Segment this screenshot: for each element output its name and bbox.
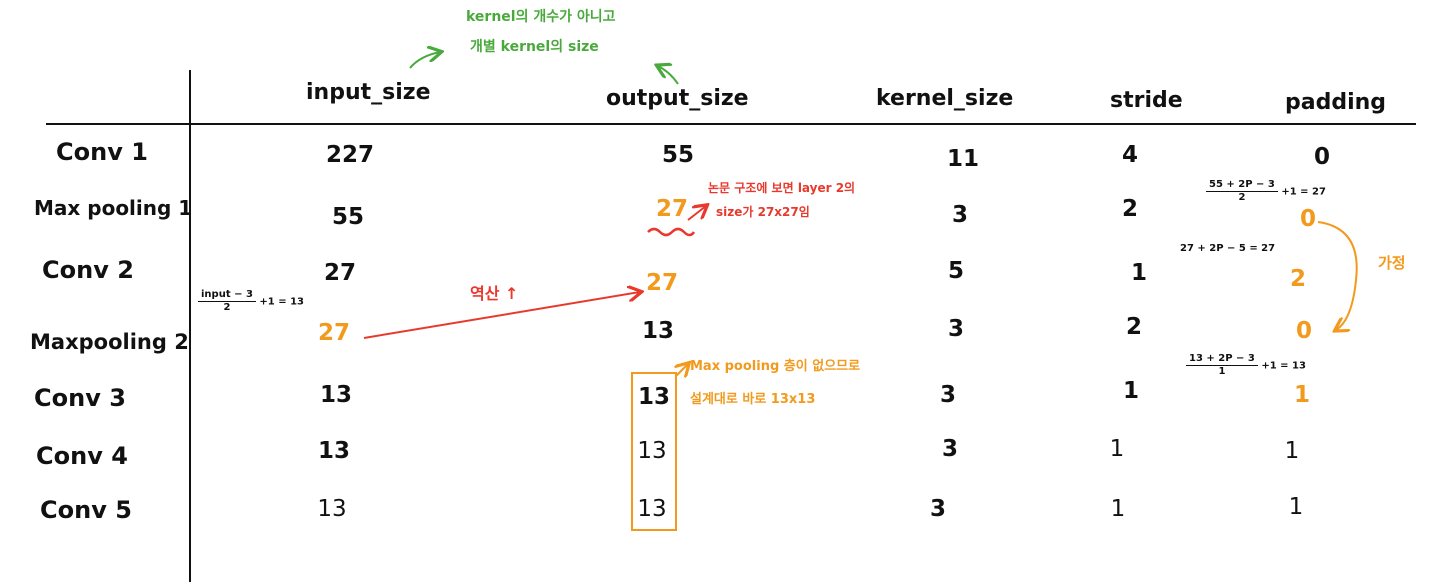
cell-stride: 1 [1110,496,1126,522]
header-input-size: input_size [306,80,431,105]
formula-denominator: 2 [1238,192,1246,203]
row-label-maxpool1: Max pooling 1 [34,196,193,220]
kernel-note-line2: 개별 kernel의 size [470,39,599,55]
paper-note-line1: 논문 구조에 보면 layer 2의 [708,181,856,195]
cell-stride: 1 [1130,260,1148,286]
cell-input: 227 [325,142,375,168]
cell-kernel: 3 [947,316,965,342]
cell-padding: 0 [1295,318,1313,344]
green-arrow-right [658,66,679,85]
cell-output: 55 [661,142,695,168]
cell-kernel: 5 [947,258,965,284]
cell-stride: 1 [1122,378,1140,404]
row-label-conv5: Conv 5 [40,496,132,524]
cell-stride: 1 [1109,436,1125,462]
row-label-conv2: Conv 2 [42,256,134,284]
row-label-conv4: Conv 4 [36,442,128,470]
cell-output: 27 [655,196,689,222]
cell-kernel: 3 [929,496,947,522]
formula-conv2: 27 + 2P − 5 = 27 [1180,243,1276,254]
formula-rest: +1 = 27 [1281,186,1326,198]
cell-kernel: 11 [946,146,980,172]
cell-padding: 2 [1289,266,1307,292]
formula-numerator: 55 + 2P − 3 [1206,180,1278,192]
cell-input: 27 [317,320,351,346]
cell-kernel: 3 [941,436,959,462]
cell-padding: 0 [1313,144,1331,170]
cell-stride: 4 [1121,142,1139,168]
red-squiggle [647,227,696,237]
maxpool-note-line2: 설계대로 바로 13x13 [690,392,816,407]
cell-stride: 2 [1125,314,1143,340]
formula-rest: +1 = 13 [1261,360,1306,372]
formula-rest: +1 = 13 [259,296,304,308]
header-padding: padding [1285,90,1387,115]
formula-denominator: 1 [1218,366,1226,377]
cell-input: 13 [317,438,351,464]
reverse-calc-note: 역산 ↑ [470,284,519,303]
cell-output: 13 [641,318,675,344]
cell-stride: 2 [1121,196,1139,222]
cell-kernel: 3 [951,202,969,228]
orange-bracket [1317,221,1358,330]
header-output-size: output_size [606,86,749,111]
row-label-maxpool2: Maxpooling 2 [30,330,189,354]
assume-note: 가정 [1378,254,1406,272]
cell-output: 13 [637,438,667,464]
formula-numerator: input − 3 [198,290,256,302]
cell-input: 13 [317,496,347,522]
row-label-conv3: Conv 3 [34,384,126,412]
formula-denominator: 2 [223,302,231,313]
row-label-conv1: Conv 1 [56,138,148,166]
maxpool-note-line1: Max pooling 층이 없으므로 [690,359,861,374]
formula-numerator: 13 + 2P − 3 [1186,354,1258,366]
green-arrow-left [409,52,440,69]
cell-input: 13 [319,382,353,408]
header-stride: stride [1110,88,1183,113]
orange-arrow-note [676,364,688,376]
cell-padding: 1 [1288,494,1304,520]
red-arrow-note [687,206,706,221]
cell-padding: 0 [1299,206,1317,232]
kernel-note-line1: kernel의 개수가 아니고 [466,9,616,25]
cell-output: 13 [637,384,671,410]
cell-input: 55 [331,204,365,230]
cell-kernel: 3 [939,382,957,408]
paper-note-line2: size가 27x27임 [716,205,810,219]
cell-output: 27 [645,270,679,296]
cell-padding: 1 [1293,382,1311,408]
cell-padding: 1 [1284,438,1300,464]
header-kernel-size: kernel_size [876,86,1014,111]
cell-input: 27 [323,260,357,286]
output-highlight-box [631,372,677,531]
cell-output: 13 [637,496,667,522]
